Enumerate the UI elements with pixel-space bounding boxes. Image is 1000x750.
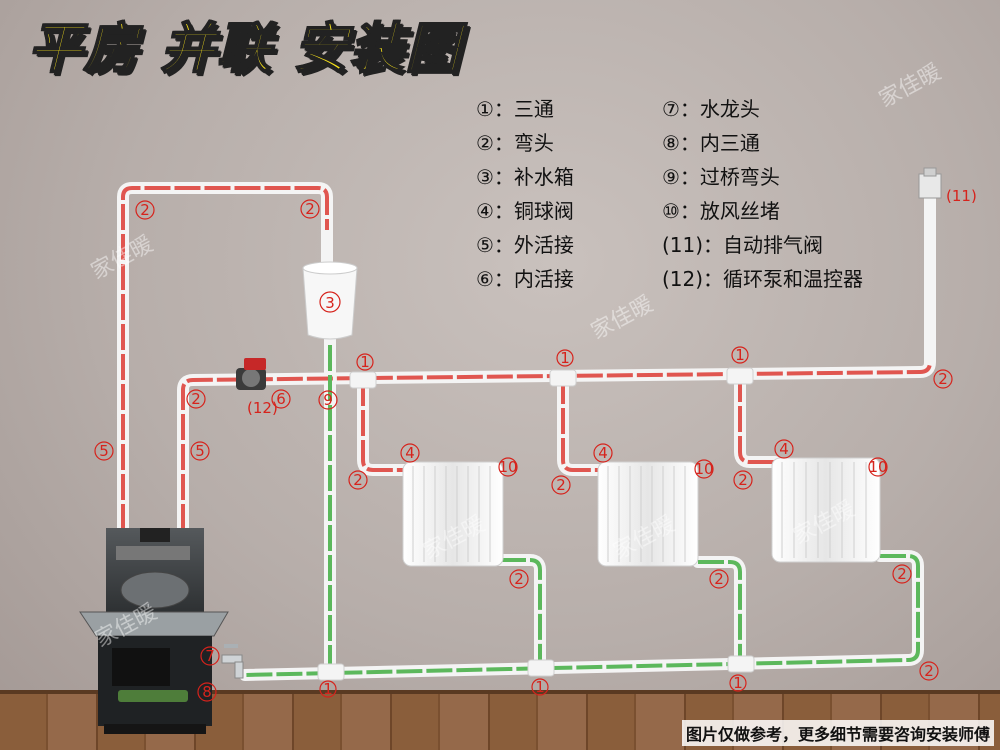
svg-text:1: 1 [733, 674, 743, 692]
svg-text:1: 1 [360, 353, 370, 371]
label-12: (12) [247, 399, 278, 417]
svg-text:4: 4 [405, 444, 415, 462]
circulation-pump [236, 358, 266, 390]
svg-text:10: 10 [868, 458, 887, 476]
label-2: 2 [710, 570, 728, 588]
svg-text:9: 9 [323, 391, 333, 409]
svg-text:6: 6 [276, 390, 286, 408]
legend-item: ③：补水箱 [476, 160, 574, 194]
svg-text:2: 2 [140, 201, 150, 219]
label-1: 1 [732, 346, 748, 364]
legend-item: ②：弯头 [476, 126, 574, 160]
legend-item: ①：三通 [476, 92, 574, 126]
label-2: 2 [934, 370, 952, 388]
legend-right: ⑦：水龙头 ⑧：内三通 ⑨：过桥弯头 ⑩：放风丝堵 (11)：自动排气阀 (12… [662, 92, 863, 296]
label-5: 5 [191, 442, 209, 460]
label-2: 2 [187, 390, 205, 408]
label-5: 5 [95, 442, 113, 460]
svg-text:2: 2 [514, 570, 524, 588]
label-4: 4 [401, 444, 419, 462]
legend-item: ⑤：外活接 [476, 228, 574, 262]
diagram-title: 平房 并联 安装图 [28, 4, 462, 83]
label-2: 2 [920, 662, 938, 680]
svg-text:2: 2 [353, 471, 363, 489]
automatic-air-vent [919, 168, 941, 198]
svg-text:2: 2 [738, 471, 748, 489]
svg-text:(12): (12) [247, 399, 278, 417]
footer-note: 图片仅做参考，更多细节需要咨询安装师傅 [682, 720, 994, 746]
svg-text:2: 2 [714, 570, 724, 588]
svg-text:4: 4 [779, 440, 789, 458]
label-2: 2 [734, 471, 752, 489]
label-1: 1 [730, 674, 746, 692]
svg-text:4: 4 [598, 444, 608, 462]
label-1: 1 [357, 353, 373, 371]
label-2: 2 [349, 471, 367, 489]
label-10: 10 [868, 458, 887, 476]
legend-item: ④：铜球阀 [476, 194, 574, 228]
svg-text:1: 1 [560, 349, 570, 367]
legend-item: ⑧：内三通 [662, 126, 863, 160]
label-10: 10 [498, 458, 517, 476]
label-2: 2 [136, 201, 154, 219]
water-faucet [222, 644, 243, 678]
label-4: 4 [775, 440, 793, 458]
legend-item: (12)：循环泵和温控器 [662, 262, 863, 296]
label-4: 4 [594, 444, 612, 462]
svg-text:2: 2 [924, 662, 934, 680]
svg-text:2: 2 [191, 390, 201, 408]
label-11: (11) [946, 187, 977, 205]
label-1: 1 [532, 678, 548, 696]
svg-text:10: 10 [498, 458, 517, 476]
svg-text:1: 1 [535, 678, 545, 696]
label-1: 1 [320, 680, 336, 698]
legend-item: ⑥：内活接 [476, 262, 574, 296]
svg-text:3: 3 [325, 294, 335, 312]
label-2: 2 [301, 200, 319, 218]
svg-text:1: 1 [323, 680, 333, 698]
svg-text:2: 2 [938, 370, 948, 388]
label-2: 2 [552, 476, 570, 494]
svg-text:2: 2 [305, 200, 315, 218]
legend-item: ⑩：放风丝堵 [662, 194, 863, 228]
svg-text:2: 2 [556, 476, 566, 494]
legend-left: ①：三通 ②：弯头 ③：补水箱 ④：铜球阀 ⑤：外活接 ⑥：内活接 [476, 92, 574, 296]
svg-text:2: 2 [897, 565, 907, 583]
label-2: 2 [893, 565, 911, 583]
svg-text:1: 1 [735, 346, 745, 364]
svg-text:(11): (11) [946, 187, 977, 205]
legend-item: ⑨：过桥弯头 [662, 160, 863, 194]
legend-item: (11)：自动排气阀 [662, 228, 863, 262]
svg-text:8: 8 [202, 683, 212, 701]
svg-text:7: 7 [205, 647, 215, 665]
label-10: 10 [694, 460, 713, 478]
svg-text:5: 5 [195, 442, 205, 460]
svg-text:10: 10 [694, 460, 713, 478]
label-2: 2 [510, 570, 528, 588]
label-1: 1 [557, 349, 573, 367]
svg-text:5: 5 [99, 442, 109, 460]
legend-item: ⑦：水龙头 [662, 92, 863, 126]
